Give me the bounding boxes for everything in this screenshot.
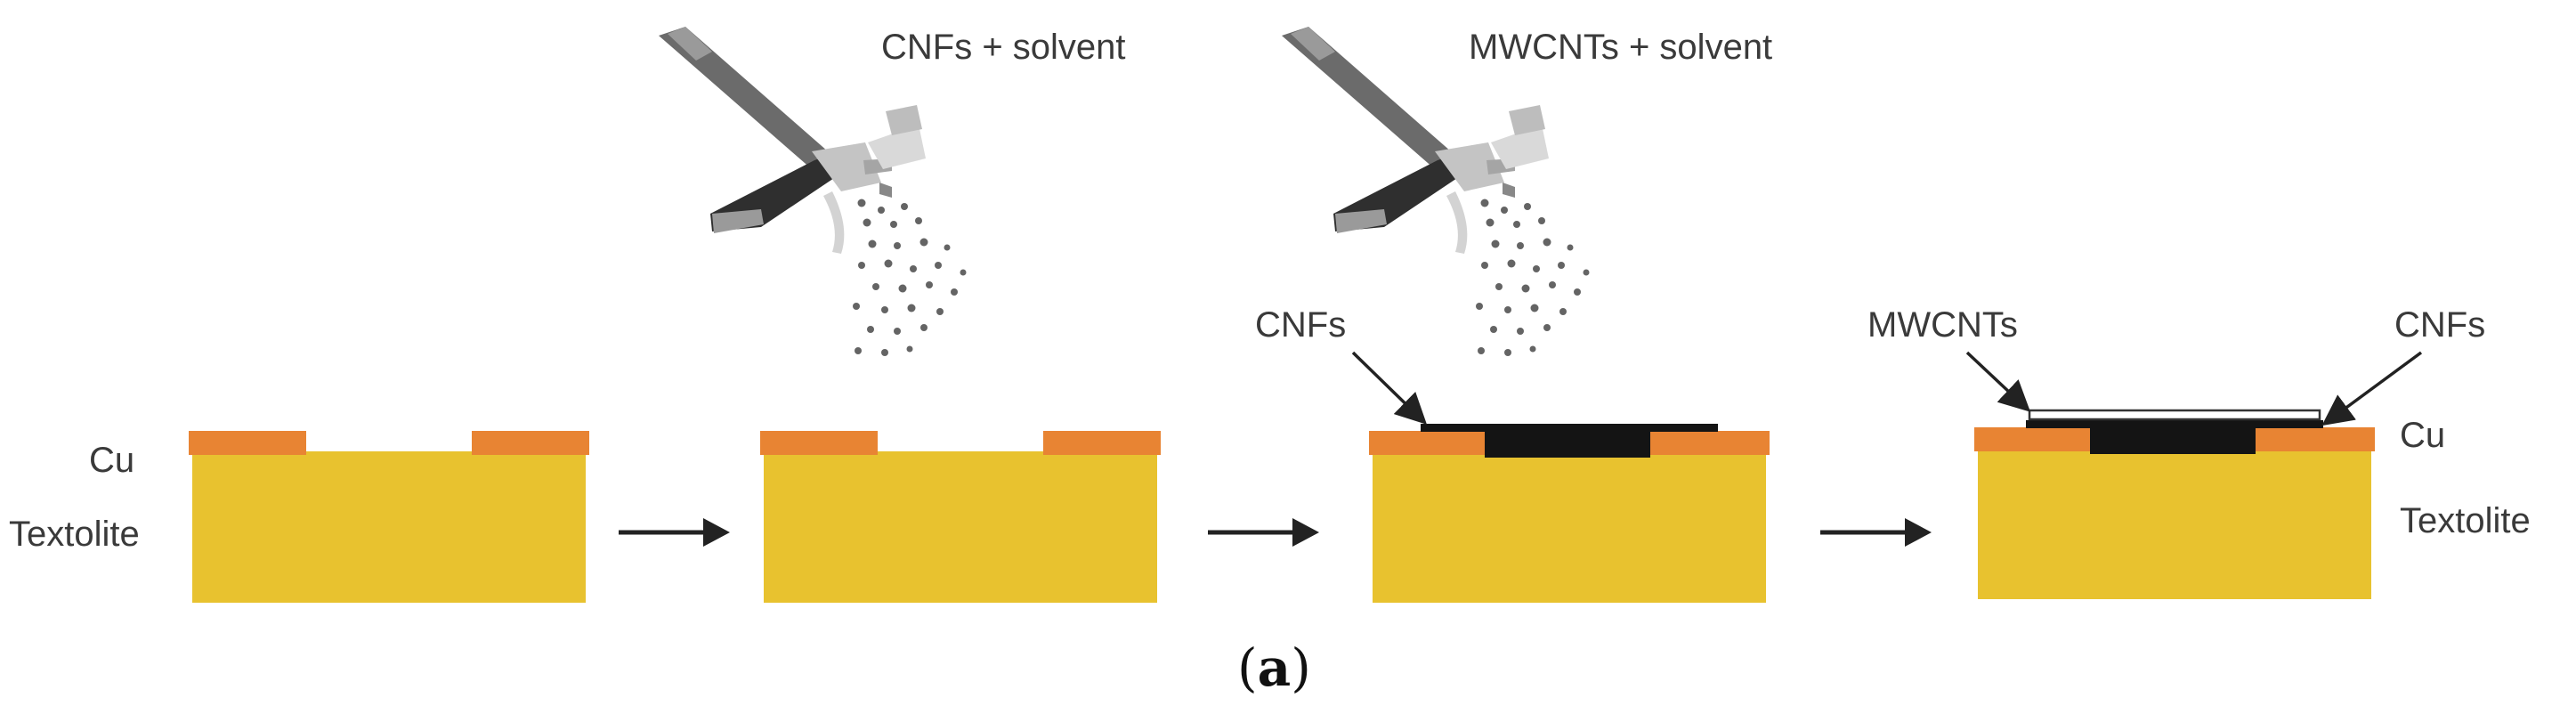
textolite-layer [192, 451, 586, 603]
cnfs-pointer-stage4 [2321, 351, 2423, 426]
copper-pad-right [1043, 431, 1161, 455]
caption-open: ( [1237, 637, 1258, 698]
textolite-layer [764, 451, 1157, 603]
cu-label-left: Cu [89, 441, 134, 480]
copper-pad-left [760, 431, 878, 455]
cu-label-right: Cu [2400, 416, 2445, 455]
textolite-layer [1373, 451, 1766, 603]
cnf-fill [1485, 427, 1650, 458]
arrow-right-icon [619, 518, 730, 547]
spray-particles [853, 199, 967, 356]
spray-particles [1476, 199, 1590, 356]
mwcnts-pointer-stage4 [1965, 351, 2031, 412]
caption-close: ) [1291, 637, 1311, 698]
cnfs-pointer-stage3 [1351, 351, 1428, 425]
mwcnt-film [2028, 409, 2321, 421]
cnfs-solvent-label: CNFs + solvent [881, 28, 1126, 67]
textolite-layer [1978, 448, 2371, 599]
textolite-label-right: Textolite [2400, 501, 2531, 540]
cnfs-label-stage3: CNFs [1255, 305, 1346, 345]
stage-4-substrate [1974, 409, 2375, 599]
cnf-film [1421, 424, 1718, 432]
mwcnts-label-stage4: MWCNTs [1867, 305, 2018, 345]
stage-1-substrate [189, 431, 589, 603]
cnfs-label-stage4: CNFs [2394, 305, 2485, 345]
textolite-label-left: Textolite [9, 515, 140, 554]
copper-pad-left [189, 431, 306, 455]
cnf-film [2026, 420, 2323, 428]
arrow-right-icon [1208, 518, 1319, 547]
stage-3-substrate [1369, 424, 1770, 603]
figure-caption: (a) [1237, 637, 1311, 698]
caption-letter: a [1258, 637, 1292, 698]
stage-2-substrate [760, 431, 1161, 603]
arrow-right-icon [1820, 518, 1932, 547]
copper-pad-right [472, 431, 589, 455]
mwcnts-solvent-label: MWCNTs + solvent [1469, 28, 1772, 67]
cnf-fill [2090, 424, 2256, 454]
